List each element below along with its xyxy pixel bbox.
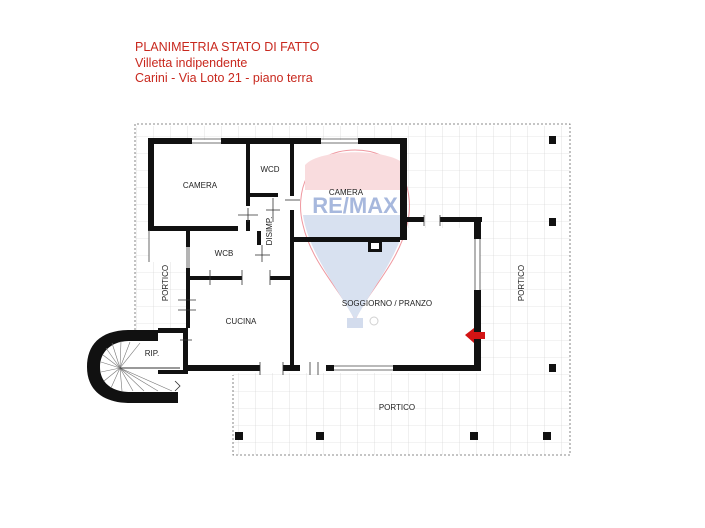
plan-address: Carini - Via Loto 21 - piano terra [135, 71, 313, 85]
room-label-camera-right: CAMERA [329, 188, 364, 197]
room-label-portico-right: PORTICO [517, 265, 526, 301]
walls [148, 138, 482, 374]
watermark-brand: RE/MAX [312, 193, 398, 218]
title-block: PLANIMETRIA STATO DI FATTO Villetta indi… [135, 40, 319, 87]
windows [148, 138, 481, 371]
door-marks [178, 198, 441, 375]
room-label-camera-left: CAMERA [183, 181, 218, 190]
spiral-staircase [87, 330, 181, 403]
plan-title: PLANIMETRIA STATO DI FATTO [135, 40, 320, 54]
room-label-wcb: WCB [215, 249, 234, 258]
porch-tiles [135, 126, 570, 455]
room-label-portico-left: PORTICO [161, 265, 170, 301]
room-label-portico-bottom: PORTICO [379, 403, 415, 412]
plan-subtitle: Villetta indipendente [135, 55, 248, 70]
entrance-arrow-icon [465, 328, 485, 343]
porch-pillars [147, 136, 556, 440]
room-label-wcd: WCD [260, 165, 279, 174]
room-label-cucina: CUCINA [226, 317, 257, 326]
room-label-soggiorno: SOGGIORNO / PRANZO [342, 299, 432, 308]
room-label-rip: RIP. [145, 349, 160, 358]
room-label-disimp: DISIMP. [265, 217, 274, 246]
